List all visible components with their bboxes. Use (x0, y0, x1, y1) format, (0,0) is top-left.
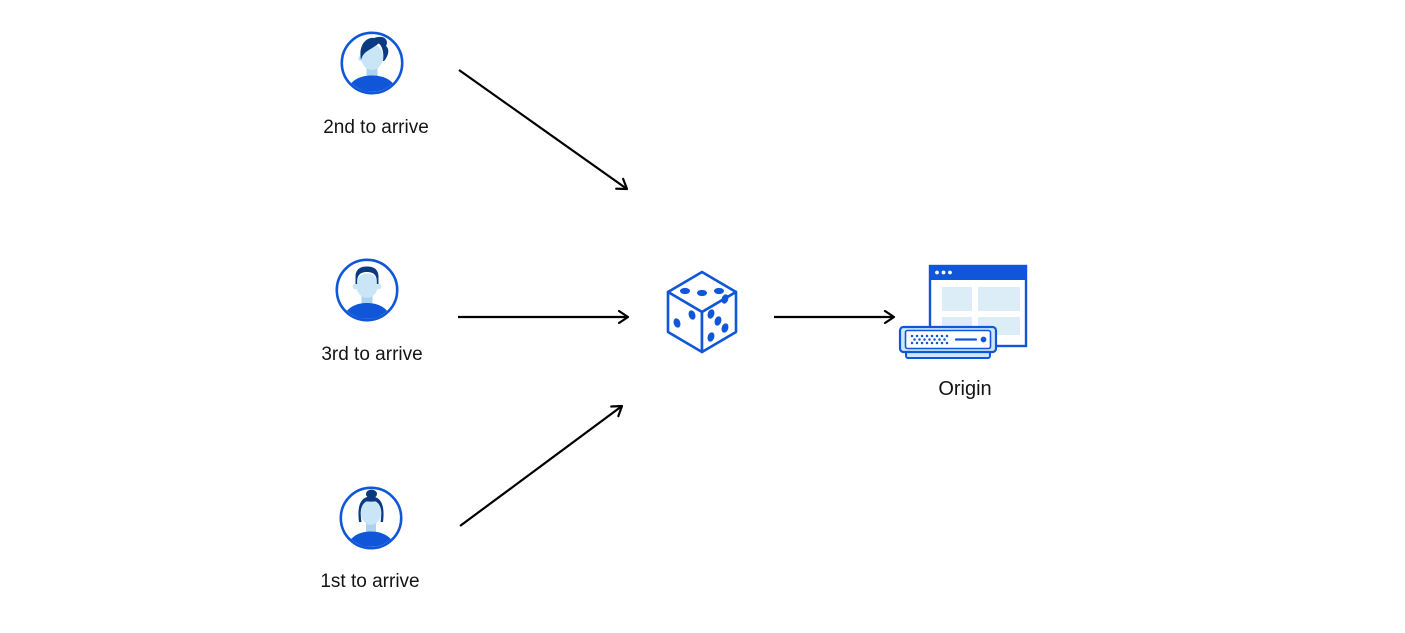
origin-node (896, 258, 1032, 368)
dice-icon (666, 270, 738, 354)
first-visitor-label: 1st to arrive (320, 571, 420, 592)
avatar-second-visitor (340, 31, 404, 95)
avatar-third-visitor (335, 258, 399, 322)
server-icon (898, 325, 998, 359)
second-visitor-label: 2nd to arrive (323, 117, 429, 138)
avatar-first-visitor (339, 486, 403, 550)
female-avatar-icon (339, 486, 403, 550)
origin-label: Origin (938, 378, 992, 400)
male-avatar-icon (335, 258, 399, 322)
third-visitor-label: 3rd to arrive (321, 344, 423, 365)
male-avatar-icon (340, 31, 404, 95)
origin-server-icon (898, 264, 1028, 359)
arrow-second-visitor-to-dice (458, 69, 629, 191)
dice-node (664, 268, 740, 356)
arrow-first-visitor-to-dice (459, 404, 624, 527)
